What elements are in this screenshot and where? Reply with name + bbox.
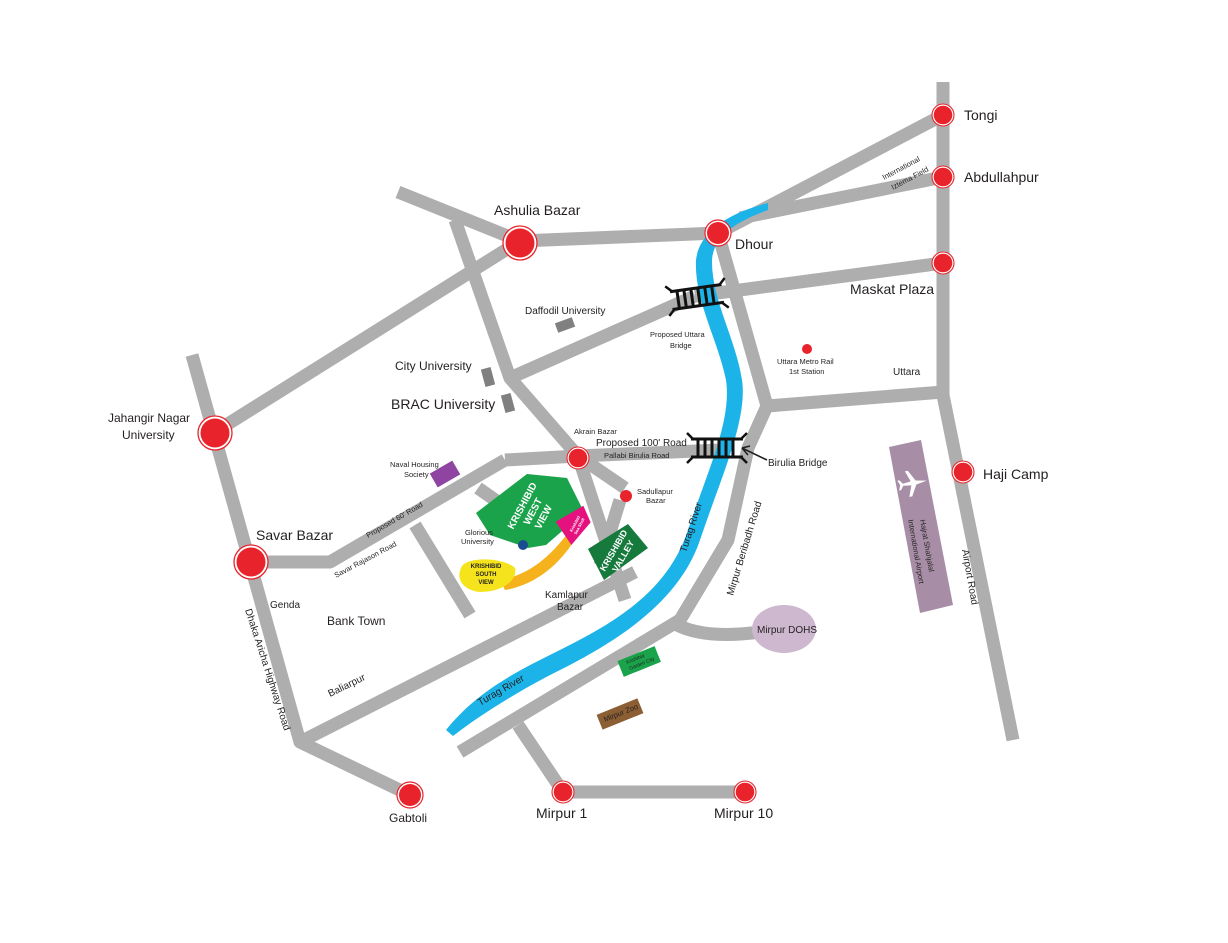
daffodil-university-building	[554, 317, 576, 333]
svg-text:VIEW: VIEW	[478, 580, 494, 586]
glorious-university-dot	[518, 540, 528, 550]
label-birulia-bridge: Birulia Bridge	[768, 458, 828, 469]
label-maskat-plaza: Maskat Plaza	[850, 281, 934, 297]
svg-text:SOUTH: SOUTH	[476, 572, 497, 578]
label-ashulia-bazar: Ashulia Bazar	[494, 202, 581, 218]
label-kamlapur-bazar-2: Bazar	[557, 602, 584, 613]
label-naval-housing-1: Naval Housing	[390, 460, 439, 469]
red-circle-marker	[197, 103, 975, 809]
label-glorious-university-2: University	[461, 537, 494, 546]
label-city-university: City University	[395, 359, 472, 373]
airplane-icon	[897, 470, 927, 497]
label-genda: Genda	[270, 600, 300, 611]
turag-river	[446, 203, 768, 736]
label-jahangir-nagar-1: Jahangir Nagar	[108, 411, 190, 425]
airport	[889, 440, 953, 613]
label-abdullahpur: Abdullahpur	[964, 169, 1039, 185]
naval-housing-society-block	[429, 460, 461, 488]
label-glorious-university-1: Glorious	[465, 528, 493, 537]
mirpur-zoo-block	[596, 698, 644, 730]
label-proposed-uttara-bridge-1: Proposed Uttara	[650, 330, 705, 339]
label-sadullapur-2: Bazar	[646, 496, 666, 505]
label-mirpur-dohs: Mirpur DOHS	[757, 625, 817, 636]
label-proposed-uttara-bridge-2: Bridge	[670, 341, 692, 350]
label-kamlapur-bazar-1: Kamlapur	[545, 590, 588, 601]
label-mirpur-10: Mirpur 10	[714, 805, 773, 821]
krishibid-magenta-block	[555, 505, 591, 545]
label-tongi: Tongi	[964, 107, 997, 123]
svg-text:KRISHIBID: KRISHIBID	[471, 564, 502, 570]
krishibid-south-view-label: KRISHIBID SOUTH VIEW	[471, 564, 502, 586]
krishibid-valley-block	[588, 524, 648, 580]
label-bank-town: Bank Town	[327, 614, 385, 628]
krishibid-south-view-block	[459, 559, 516, 592]
label-naval-housing-2: Society	[404, 470, 429, 479]
label-gabtoli: Gabtoli	[389, 811, 427, 825]
mirpur-dohs-area	[752, 605, 816, 653]
label-pallabi-birulia-road: Pallabi Birulia Road	[604, 451, 669, 460]
label-uttara-metro-1: Uttara Metro Rail	[777, 357, 834, 366]
krishibid-garden-city-block	[617, 646, 661, 677]
label-uttara: Uttara	[893, 367, 921, 378]
label-proposed-100-road: Proposed 100' Road	[596, 438, 687, 449]
label-mirpur-1: Mirpur 1	[536, 805, 588, 821]
label-akrain-bazar: Akrain Bazar	[574, 427, 617, 436]
label-brac-university: BRAC University	[391, 396, 495, 412]
label-baliarpur: Baliarpur	[326, 672, 367, 700]
label-savar-bazar: Savar Bazar	[256, 527, 333, 543]
orange-connector	[500, 530, 577, 590]
brac-university-building	[500, 393, 516, 413]
city-university-building	[480, 367, 496, 387]
label-uttara-metro-2: 1st Station	[789, 367, 824, 376]
label-daffodil-university: Daffodil University	[525, 306, 605, 317]
label-jahangir-nagar-2: University	[122, 428, 175, 442]
arrow-icon	[741, 445, 768, 461]
label-sadullapur-1: Sadullapur	[637, 487, 673, 496]
label-dhour: Dhour	[735, 236, 773, 252]
label-haji-camp: Haji Camp	[983, 466, 1049, 482]
krishibid-west-view-block	[476, 474, 584, 548]
